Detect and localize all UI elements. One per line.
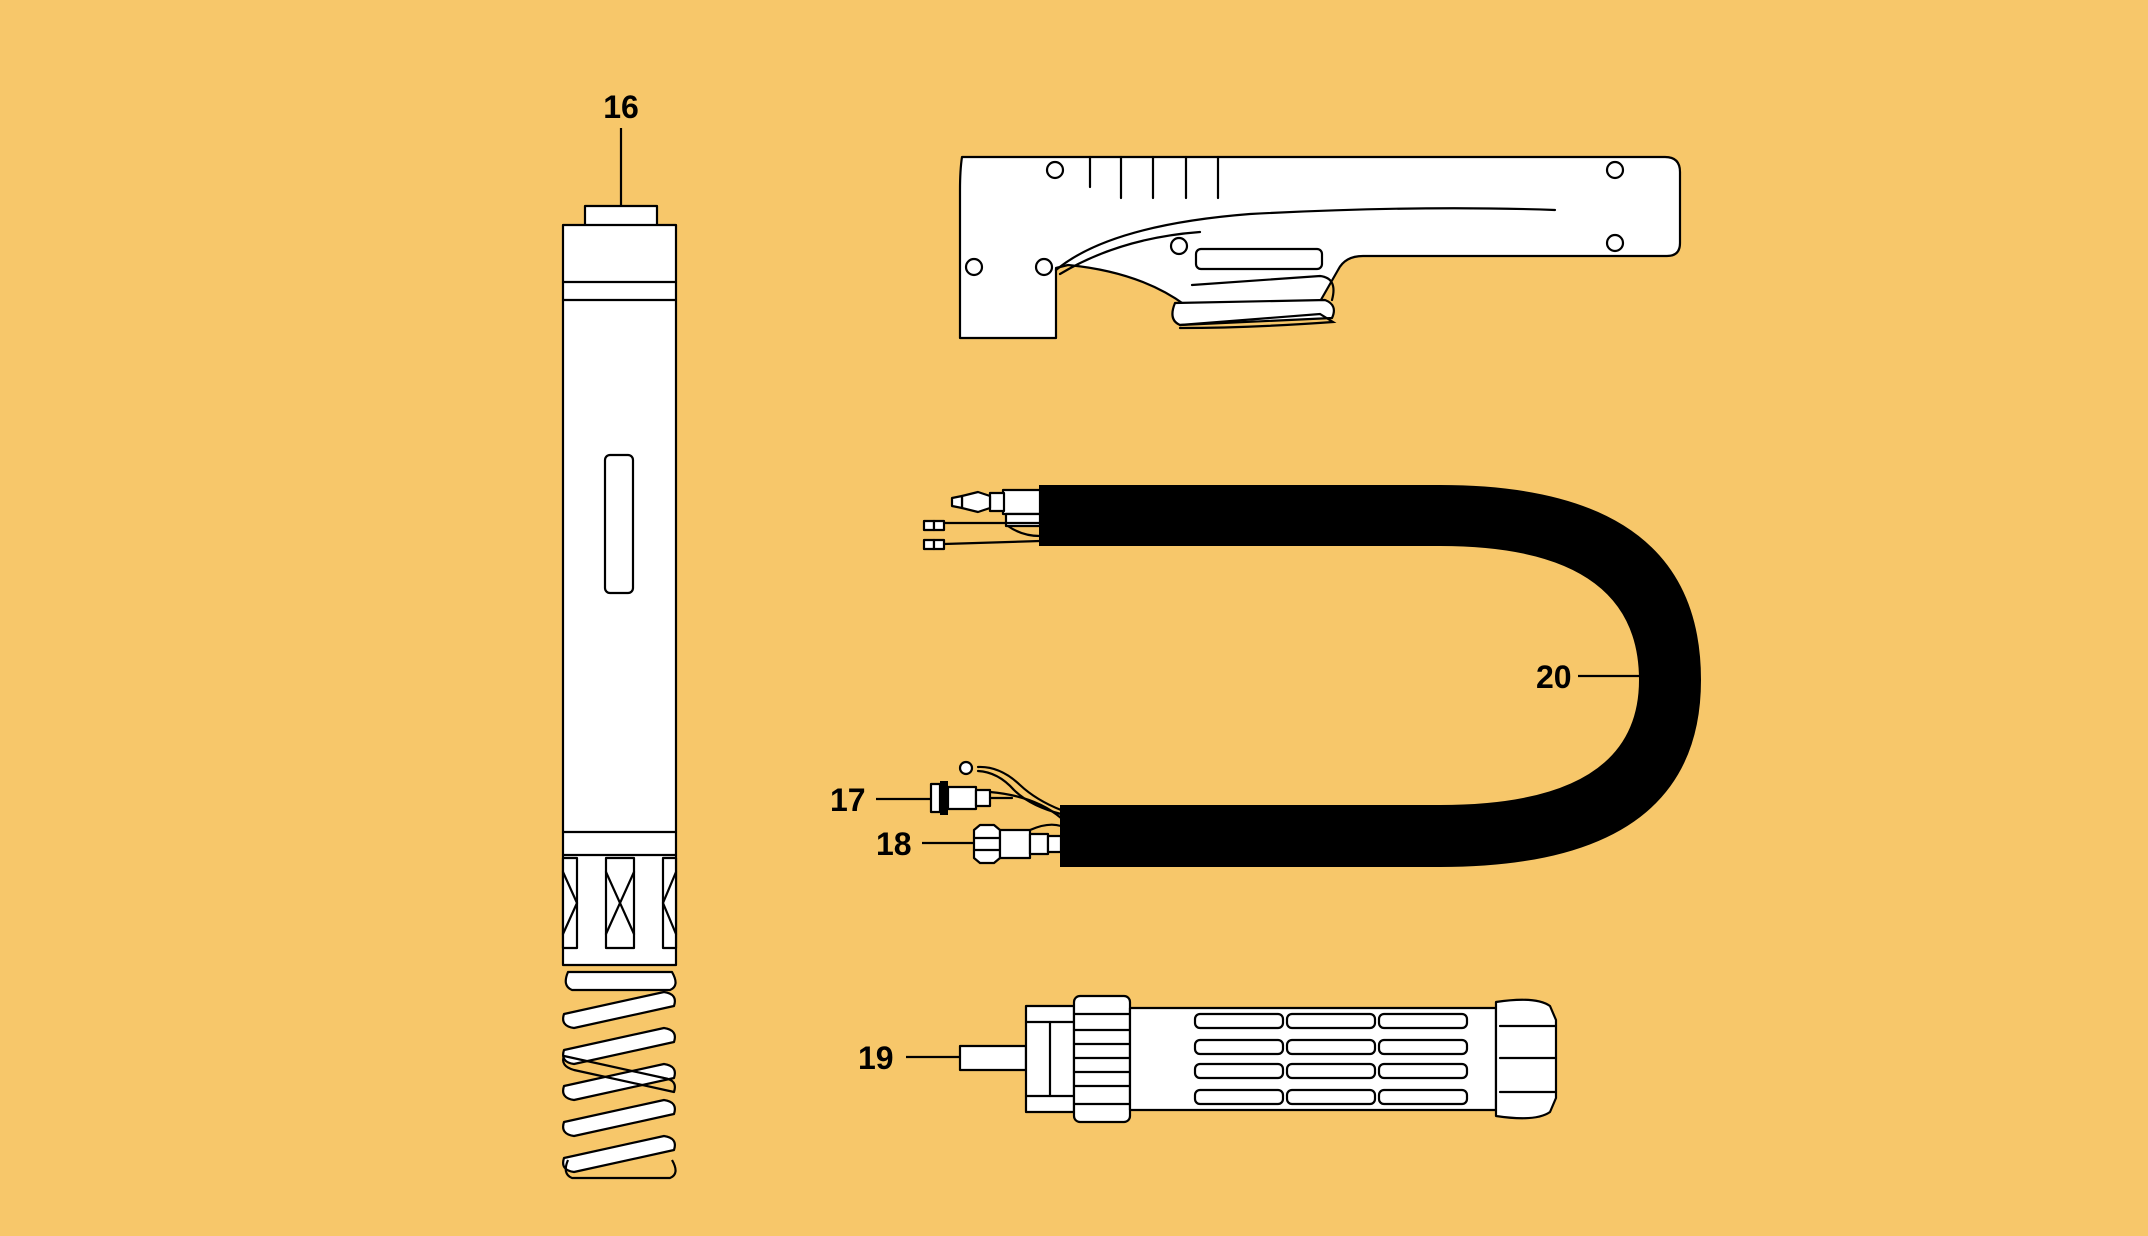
callout-20: 20 (1536, 659, 1572, 695)
handle-grip-ribs (561, 856, 678, 950)
callout-19: 19 (858, 1040, 894, 1076)
cable-hose (1039, 485, 1702, 867)
handle-body (561, 223, 678, 967)
connector-knurled-ring (1072, 994, 1132, 1124)
cable-top-connector (922, 488, 1042, 551)
connector-grip-pattern (1193, 1012, 1469, 1106)
part-20-cable-assembly: 20 17 18 (830, 485, 1702, 867)
cable-bottom-connector (929, 760, 1063, 865)
trigger-lever (1171, 298, 1335, 327)
callout-16: 16 (603, 89, 639, 125)
shell-vent-slots (1088, 155, 1220, 200)
part-18-nut (972, 823, 1002, 865)
handle-shell-outline (958, 155, 1682, 340)
connector-pin (958, 1044, 1028, 1072)
part-17-fitting (929, 782, 942, 814)
part-16-handle-tube: 16 (561, 89, 678, 1180)
handle-slot (603, 453, 635, 595)
part-16-spring (562, 970, 677, 1180)
callout-18: 18 (876, 826, 912, 862)
callout-17: 17 (830, 782, 866, 818)
handle-top-cap (583, 204, 659, 228)
trigger-handle-shell (958, 155, 1682, 340)
trigger-window (1194, 247, 1324, 271)
part-19-connector-body: 19 (858, 994, 1558, 1124)
